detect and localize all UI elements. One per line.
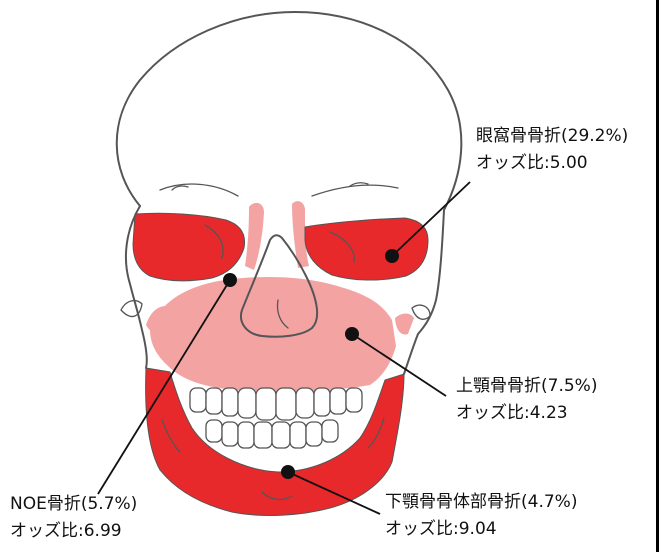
right-zygoma-patch: [395, 314, 414, 335]
maxilla-marker: [345, 327, 359, 341]
maxilla-fracture-name: 上顎骨骨折(7.5%): [456, 373, 597, 400]
maxilla-fracture-odds: オッズ比:4.23: [456, 400, 597, 427]
maxilla-fracture-region: [150, 277, 396, 392]
brow-right: [312, 185, 398, 196]
noe-fracture-region-left: [245, 203, 264, 270]
mandible-fracture-label: 下顎骨骨体部骨折(4.7%) オッズ比:9.04: [385, 489, 577, 543]
noe-fracture-name: NOE骨折(5.7%): [10, 491, 137, 518]
maxilla-fracture-label: 上顎骨骨折(7.5%) オッズ比:4.23: [456, 373, 597, 427]
lower-teeth: [206, 420, 338, 448]
right-orbit-fracture-region: [305, 218, 428, 280]
left-orbit-fracture-region: [133, 213, 245, 281]
noe-fracture-odds: オッズ比:6.99: [10, 518, 137, 545]
noe-marker: [223, 273, 237, 287]
orbital-fracture-odds: オッズ比:5.00: [476, 150, 628, 177]
upper-teeth: [190, 388, 362, 420]
orbital-fracture-label: 眼窩骨骨折(29.2%) オッズ比:5.00: [476, 123, 628, 177]
orbital-fracture-name: 眼窩骨骨折(29.2%): [476, 123, 628, 150]
mandible-fracture-name: 下顎骨骨体部骨折(4.7%): [385, 489, 577, 516]
noe-fracture-label: NOE骨折(5.7%) オッズ比:6.99: [10, 491, 137, 545]
right-jaw-outline: [404, 334, 418, 374]
left-zygoma-patch: [146, 306, 170, 334]
frame-right-border: [656, 0, 659, 552]
right-temporal-detail: [412, 305, 430, 319]
orbital-marker: [385, 249, 399, 263]
mandible-fracture-odds: オッズ比:9.04: [385, 516, 577, 543]
mandible-marker: [281, 465, 295, 479]
brow-tick-left: [172, 186, 188, 190]
